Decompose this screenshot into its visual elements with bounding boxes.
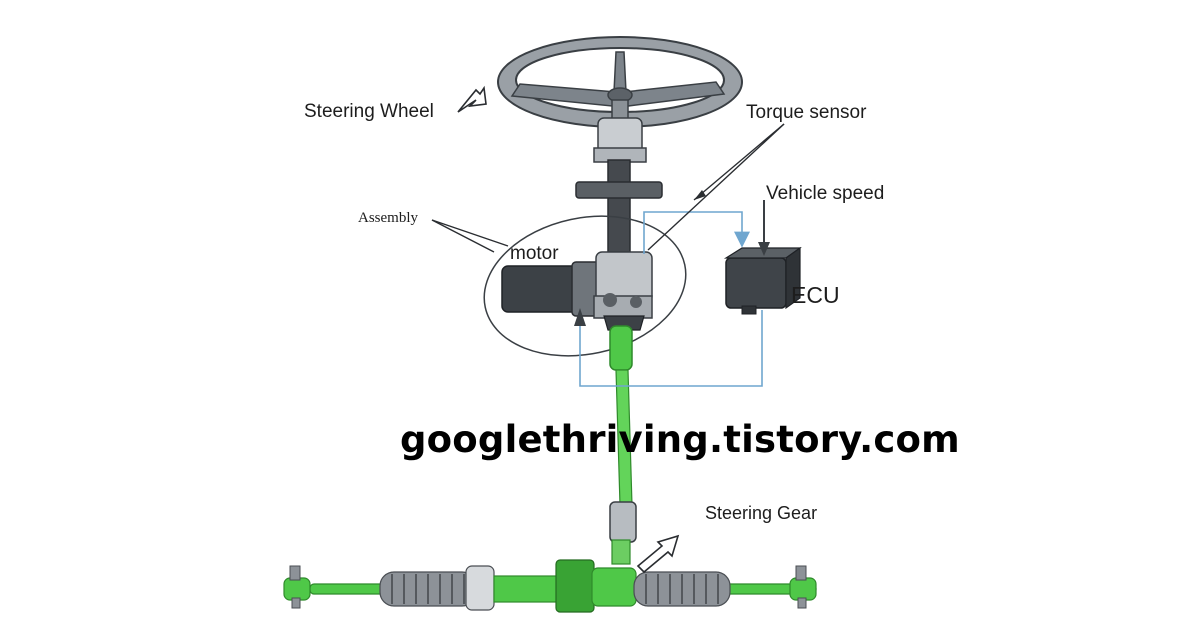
steering-gear-label: Steering Gear — [705, 503, 818, 523]
right-boot — [633, 571, 731, 607]
steering-rack — [283, 559, 817, 613]
torque-sensor-label: Torque sensor — [746, 102, 867, 123]
pinion-housing — [591, 567, 637, 607]
ecu-box — [723, 246, 802, 315]
watermark-text: googlethriving.tistory.com — [400, 418, 960, 461]
assembly-label: Assembly — [358, 210, 418, 226]
steering-wheel-label: Steering Wheel — [304, 101, 434, 122]
assembly-outline — [483, 215, 687, 357]
motor-assembly — [501, 251, 653, 331]
motor-label: motor — [510, 243, 559, 264]
center-mount — [555, 559, 595, 613]
left-tie-rod-end — [283, 565, 311, 609]
vehicle-speed-arrow — [758, 200, 770, 256]
steering-column-upper — [575, 99, 663, 253]
steering-gear-pointer-icon — [636, 534, 680, 574]
signal-lines — [574, 211, 763, 387]
steering-wheel — [497, 36, 743, 128]
left-mount-bracket — [465, 565, 495, 611]
ecu-label: ECU — [791, 282, 840, 308]
left-boot — [379, 571, 477, 607]
intermediate-shaft — [609, 325, 637, 565]
steering-wheel-pointer-icon — [457, 85, 487, 113]
right-tie-rod-end — [789, 565, 817, 609]
vehicle-speed-label: Vehicle speed — [766, 183, 885, 204]
leader-lines — [431, 123, 785, 253]
